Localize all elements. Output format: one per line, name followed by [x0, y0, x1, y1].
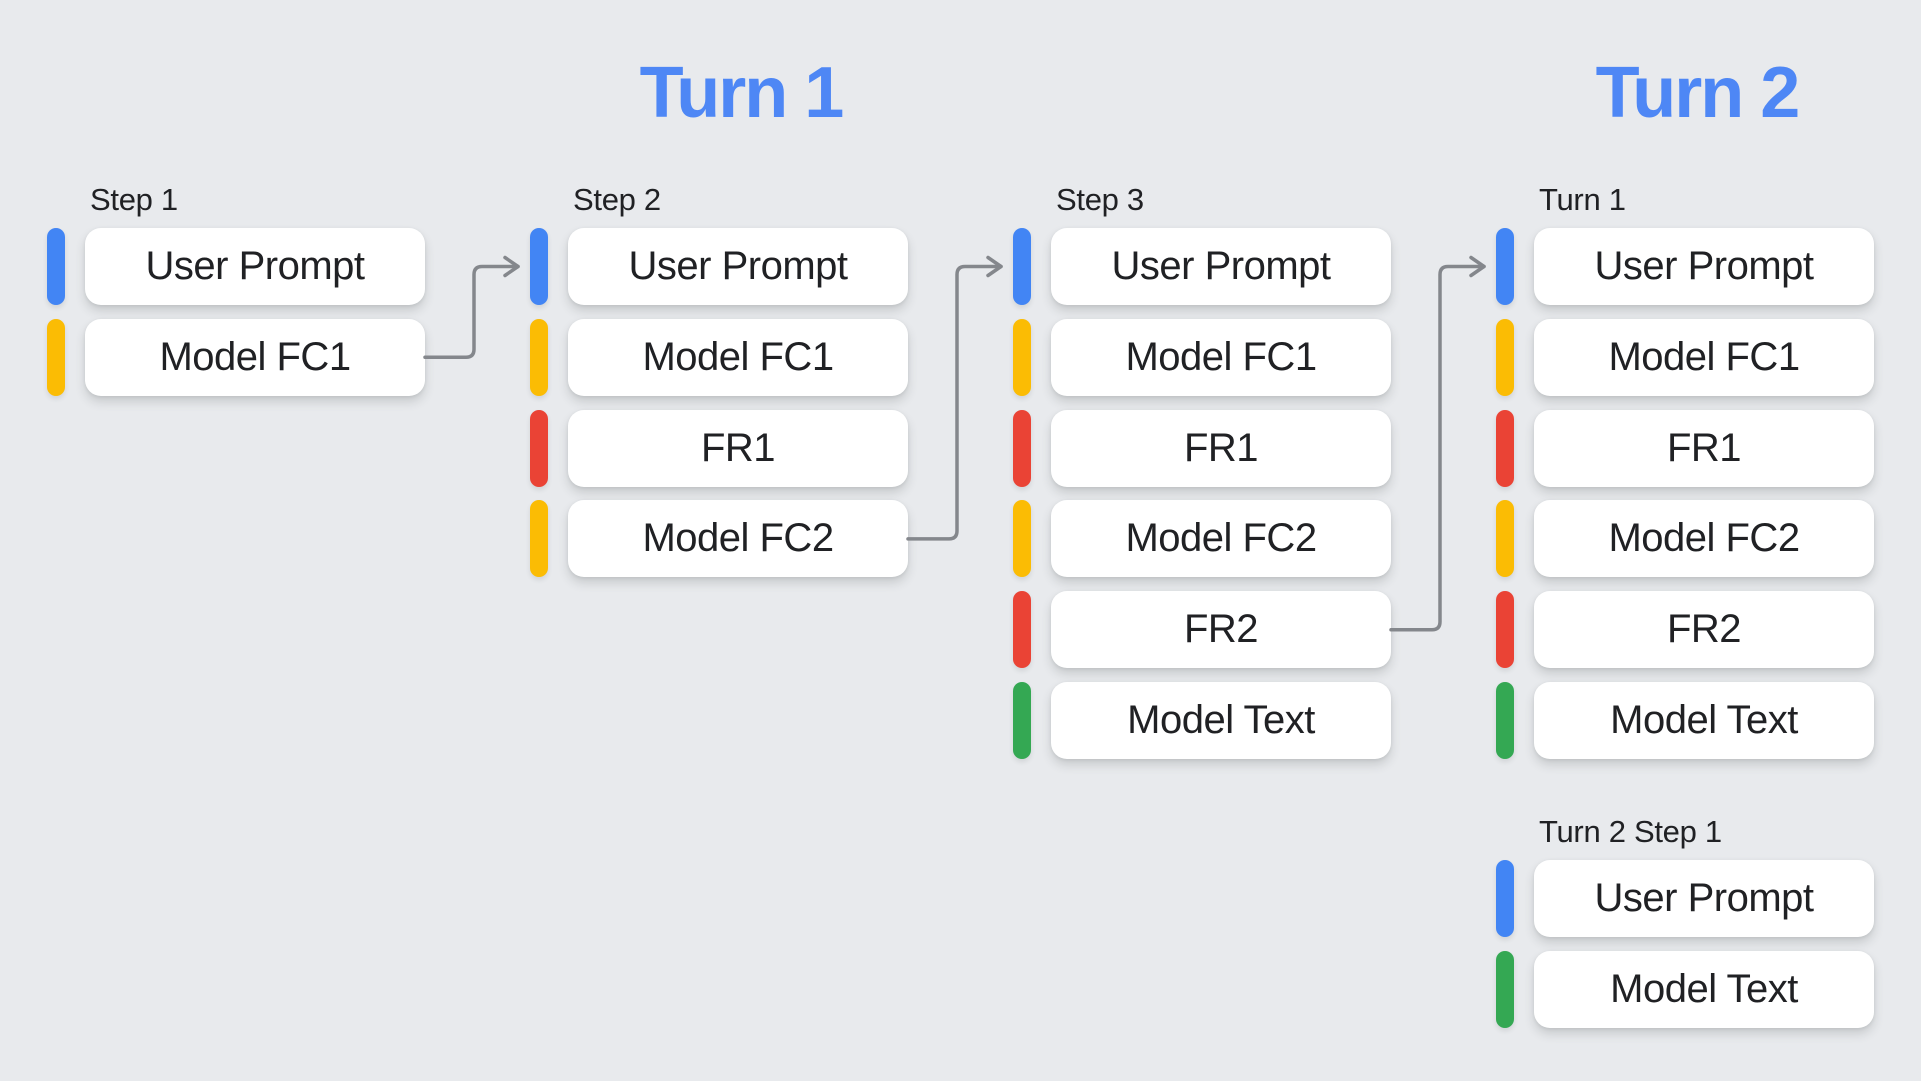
model-fc2-card: Model FC2: [568, 500, 908, 578]
model-fc2-card: Model FC2: [1534, 500, 1874, 578]
model-text-chip: [1496, 950, 1514, 1028]
model-fc1-chip: [1496, 318, 1514, 396]
model-fc2-chip: [1013, 500, 1031, 578]
model-fc1-chip: [47, 318, 65, 396]
user-prompt-card: User Prompt: [1534, 228, 1874, 305]
user-prompt-chip: [1013, 228, 1031, 305]
fr2-card: FR2: [1534, 591, 1874, 669]
turn-2-header: Turn 2: [1595, 53, 1801, 133]
model-fc1-card: Model FC1: [1051, 318, 1391, 396]
arrowhead-icon: [503, 255, 520, 278]
model-text-chip: [1496, 682, 1514, 759]
arrowhead-icon: [986, 255, 1003, 278]
model-fc2-chip: [1496, 500, 1514, 578]
fr1-chip: [530, 409, 548, 487]
model-text-card: Model Text: [1051, 682, 1391, 759]
column-label: Step 1: [90, 182, 178, 217]
model-fc2-card: Model FC2: [1051, 500, 1391, 578]
user-prompt-chip: [530, 228, 548, 305]
fr2-card: FR2: [1051, 591, 1391, 669]
flow-arrow-step-3-to-turn-1: [1389, 255, 1486, 632]
column-label: Step 3: [1056, 182, 1144, 217]
model-fc2-chip: [530, 500, 548, 578]
model-text-card: Model Text: [1534, 950, 1874, 1028]
flow-arrow-step-2-to-step-3: [906, 255, 1003, 541]
user-prompt-card: User Prompt: [85, 228, 425, 305]
model-fc1-card: Model FC1: [1534, 318, 1874, 396]
model-fc1-chip: [1013, 318, 1031, 396]
user-prompt-card: User Prompt: [1051, 228, 1391, 305]
fr1-card: FR1: [568, 409, 908, 487]
user-prompt-card: User Prompt: [568, 228, 908, 305]
arrowhead-icon: [1469, 255, 1486, 278]
turn-1-header: Turn 1: [639, 53, 845, 133]
model-text-chip: [1013, 682, 1031, 759]
column-label: Turn 2 Step 1: [1539, 814, 1722, 849]
fr1-chip: [1496, 409, 1514, 487]
model-fc1-card: Model FC1: [568, 318, 908, 396]
fr2-chip: [1496, 591, 1514, 669]
fr1-chip: [1013, 409, 1031, 487]
fr1-card: FR1: [1534, 409, 1874, 487]
model-fc1-card: Model FC1: [85, 318, 425, 396]
column-label: Turn 1: [1539, 182, 1626, 217]
user-prompt-chip: [47, 228, 65, 305]
user-prompt-chip: [1496, 860, 1514, 937]
model-text-card: Model Text: [1534, 682, 1874, 759]
fr2-chip: [1013, 591, 1031, 669]
user-prompt-card: User Prompt: [1534, 860, 1874, 937]
fr1-card: FR1: [1051, 409, 1391, 487]
flow-arrow-step-1-to-step-2: [423, 255, 520, 360]
user-prompt-chip: [1496, 228, 1514, 305]
model-fc1-chip: [530, 318, 548, 396]
column-label: Step 2: [573, 182, 661, 217]
